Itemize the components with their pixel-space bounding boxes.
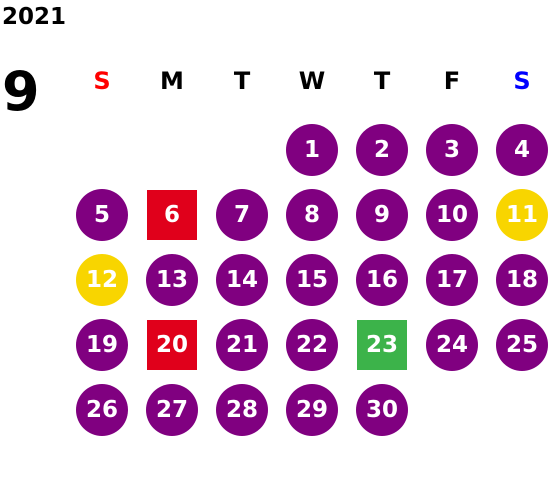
- day-cell[interactable]: 20: [147, 320, 197, 370]
- day-cell[interactable]: 3: [426, 124, 478, 176]
- day-cell[interactable]: 1: [286, 124, 338, 176]
- day-cell[interactable]: 12: [76, 254, 128, 306]
- day-cell[interactable]: 7: [216, 189, 268, 241]
- day-cell[interactable]: 9: [356, 189, 408, 241]
- day-cell[interactable]: 28: [216, 384, 268, 436]
- day-cell[interactable]: 15: [286, 254, 338, 306]
- day-cell[interactable]: 24: [426, 319, 478, 371]
- year-label: 2021: [2, 4, 67, 30]
- weekday-tue: T: [233, 67, 251, 95]
- day-cell[interactable]: 5: [76, 189, 128, 241]
- day-cell[interactable]: 18: [496, 254, 548, 306]
- day-cell[interactable]: 16: [356, 254, 408, 306]
- day-cell[interactable]: 2: [356, 124, 408, 176]
- day-cell[interactable]: 17: [426, 254, 478, 306]
- day-cell[interactable]: 23: [357, 320, 407, 370]
- day-cell[interactable]: 27: [146, 384, 198, 436]
- weekday-thu: T: [373, 67, 391, 95]
- day-cell[interactable]: 21: [216, 319, 268, 371]
- day-cell[interactable]: 6: [147, 190, 197, 240]
- day-cell[interactable]: 29: [286, 384, 338, 436]
- weekday-mon: M: [160, 67, 184, 95]
- weekday-sat: S: [513, 67, 531, 95]
- day-cell[interactable]: 14: [216, 254, 268, 306]
- day-cell[interactable]: 25: [496, 319, 548, 371]
- day-cell[interactable]: 4: [496, 124, 548, 176]
- weekday-wed: W: [298, 67, 326, 95]
- weekday-fri: F: [443, 67, 461, 95]
- day-cell[interactable]: 11: [496, 189, 548, 241]
- weekday-sun: S: [93, 67, 111, 95]
- day-cell[interactable]: 26: [76, 384, 128, 436]
- day-cell[interactable]: 8: [286, 189, 338, 241]
- day-cell[interactable]: 13: [146, 254, 198, 306]
- day-cell[interactable]: 30: [356, 384, 408, 436]
- day-cell[interactable]: 22: [286, 319, 338, 371]
- month-number: 9: [2, 60, 40, 123]
- day-cell[interactable]: 19: [76, 319, 128, 371]
- day-cell[interactable]: 10: [426, 189, 478, 241]
